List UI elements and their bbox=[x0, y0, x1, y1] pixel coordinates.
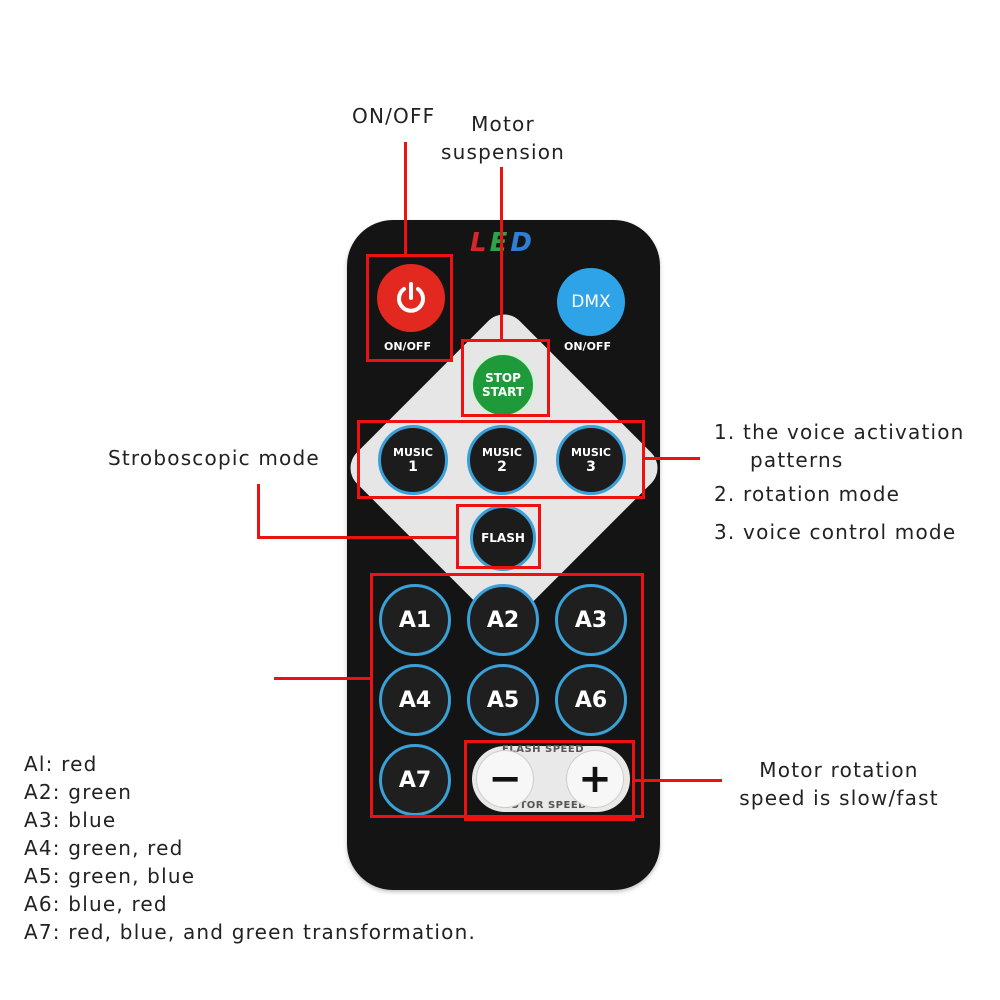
a4-button[interactable]: A4 bbox=[379, 664, 451, 736]
a2-button[interactable]: A2 bbox=[467, 584, 539, 656]
music-note-1b: patterns bbox=[750, 448, 844, 472]
music-highlight-box bbox=[357, 420, 645, 499]
stop-start-button[interactable]: STOP START bbox=[470, 352, 536, 418]
power-caption: ON/OFF bbox=[384, 340, 431, 353]
music-connector bbox=[645, 457, 700, 460]
a3-label: A3 bbox=[574, 607, 608, 633]
music-3-label: MUSIC bbox=[571, 446, 611, 459]
a1-label: A1 bbox=[398, 607, 432, 633]
stop-label: STOP bbox=[485, 371, 521, 385]
motor-suspension-line1: Motor bbox=[471, 112, 535, 136]
music-2-label: MUSIC bbox=[482, 446, 522, 459]
a7-button[interactable]: A7 bbox=[379, 744, 451, 816]
music-3-button[interactable]: MUSIC 3 bbox=[556, 425, 626, 495]
stroboscopic-annotation: Stroboscopic mode bbox=[108, 446, 320, 470]
on-off-highlight-box bbox=[366, 254, 453, 362]
legend-a5: A5: green, blue bbox=[24, 864, 196, 888]
a-buttons-connector bbox=[274, 677, 370, 680]
speed-connector bbox=[635, 779, 722, 782]
dmx-button[interactable]: DMX bbox=[557, 268, 625, 336]
motor-suspension-annotation: Motor suspension bbox=[433, 110, 573, 166]
music-3-number: 3 bbox=[586, 459, 596, 475]
power-button[interactable] bbox=[377, 264, 445, 332]
music-1-label: MUSIC bbox=[393, 446, 433, 459]
motor-suspension-connector bbox=[500, 167, 503, 339]
music-1-button[interactable]: MUSIC 1 bbox=[378, 425, 448, 495]
a1-button[interactable]: A1 bbox=[379, 584, 451, 656]
speed-decrease-button[interactable]: − bbox=[476, 750, 534, 808]
a2-label: A2 bbox=[486, 607, 520, 633]
plus-icon: + bbox=[578, 756, 612, 802]
music-2-button[interactable]: MUSIC 2 bbox=[467, 425, 537, 495]
a6-label: A6 bbox=[574, 687, 608, 713]
strobe-connector-vertical bbox=[257, 484, 260, 539]
a3-button[interactable]: A3 bbox=[555, 584, 627, 656]
on-off-connector bbox=[404, 142, 407, 254]
music-note-3: 3. voice control mode bbox=[714, 520, 957, 544]
on-off-annotation: ON/OFF bbox=[352, 104, 436, 128]
motor-speed-label: MOTOR SPEED bbox=[500, 800, 587, 811]
music-note-2: 2. rotation mode bbox=[714, 482, 901, 506]
strobe-connector-horizontal bbox=[257, 536, 456, 539]
power-icon bbox=[397, 282, 425, 313]
music-2-number: 2 bbox=[497, 459, 507, 475]
speed-increase-button[interactable]: + bbox=[566, 750, 624, 808]
flash-button[interactable]: FLASH bbox=[470, 505, 536, 571]
flash-highlight-box bbox=[456, 504, 541, 569]
logo-letter-l: L bbox=[470, 228, 490, 258]
start-label: START bbox=[481, 385, 525, 399]
speed-highlight-box bbox=[464, 740, 635, 821]
music-note-1: 1. the voice activation bbox=[714, 420, 965, 444]
minus-icon: − bbox=[488, 756, 522, 802]
legend-a6: A6: blue, red bbox=[24, 892, 168, 916]
a4-label: A4 bbox=[398, 687, 432, 713]
a5-button[interactable]: A5 bbox=[467, 664, 539, 736]
flash-speed-label: FLASH SPEED bbox=[502, 744, 584, 755]
stop-start-highlight-box bbox=[461, 339, 550, 417]
legend-a1: Al: red bbox=[24, 752, 98, 776]
legend-a7: A7: red, blue, and green transformation. bbox=[24, 920, 477, 944]
motor-speed-line2: speed is slow/fast bbox=[739, 786, 939, 810]
motor-suspension-line2: suspension bbox=[440, 140, 566, 164]
dmx-caption: ON/OFF bbox=[564, 340, 611, 353]
music-1-number: 1 bbox=[408, 459, 418, 475]
a6-button[interactable]: A6 bbox=[555, 664, 627, 736]
legend-a2: A2: green bbox=[24, 780, 133, 804]
legend-a3: A3: blue bbox=[24, 808, 117, 832]
logo-letter-d: D bbox=[510, 228, 535, 258]
a7-label: A7 bbox=[398, 767, 432, 793]
motor-speed-annotation: Motor rotation speed is slow/fast bbox=[722, 756, 956, 812]
a5-label: A5 bbox=[486, 687, 520, 713]
dmx-label: DMX bbox=[571, 292, 611, 312]
legend-a4: A4: green, red bbox=[24, 836, 184, 860]
a-buttons-highlight-box bbox=[370, 573, 644, 818]
motor-speed-line1: Motor rotation bbox=[759, 758, 919, 782]
flash-label: FLASH bbox=[481, 531, 525, 545]
